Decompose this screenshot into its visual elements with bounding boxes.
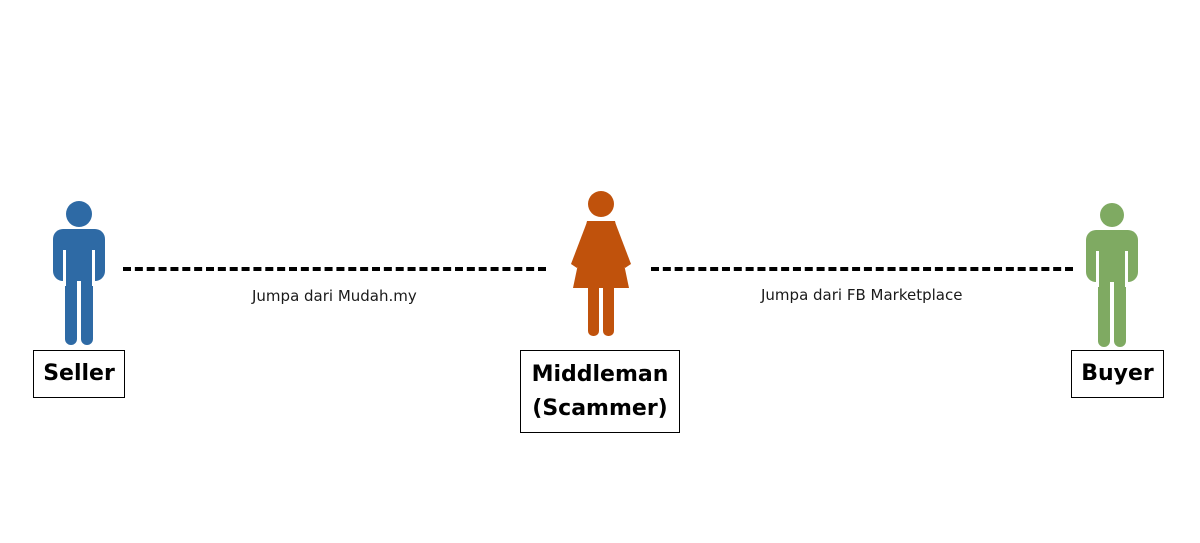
middleman-label-box: Middleman (Scammer): [520, 350, 680, 433]
middleman-sublabel: (Scammer): [532, 395, 668, 421]
buyer-label-box: Buyer: [1071, 350, 1164, 398]
middleman-person-icon: [567, 191, 635, 337]
buyer-label: Buyer: [1081, 361, 1154, 386]
connector-seller-middleman: [123, 267, 546, 271]
seller-label-box: Seller: [33, 350, 125, 398]
seller-person-icon: [52, 200, 106, 346]
buyer-person-icon: [1086, 201, 1138, 347]
edge-label-mudah: Jumpa dari Mudah.my: [252, 287, 417, 305]
edge-label-fb-marketplace: Jumpa dari FB Marketplace: [761, 286, 963, 304]
seller-label: Seller: [43, 361, 115, 386]
middleman-label: Middleman: [531, 361, 669, 387]
connector-middleman-buyer: [651, 267, 1073, 271]
